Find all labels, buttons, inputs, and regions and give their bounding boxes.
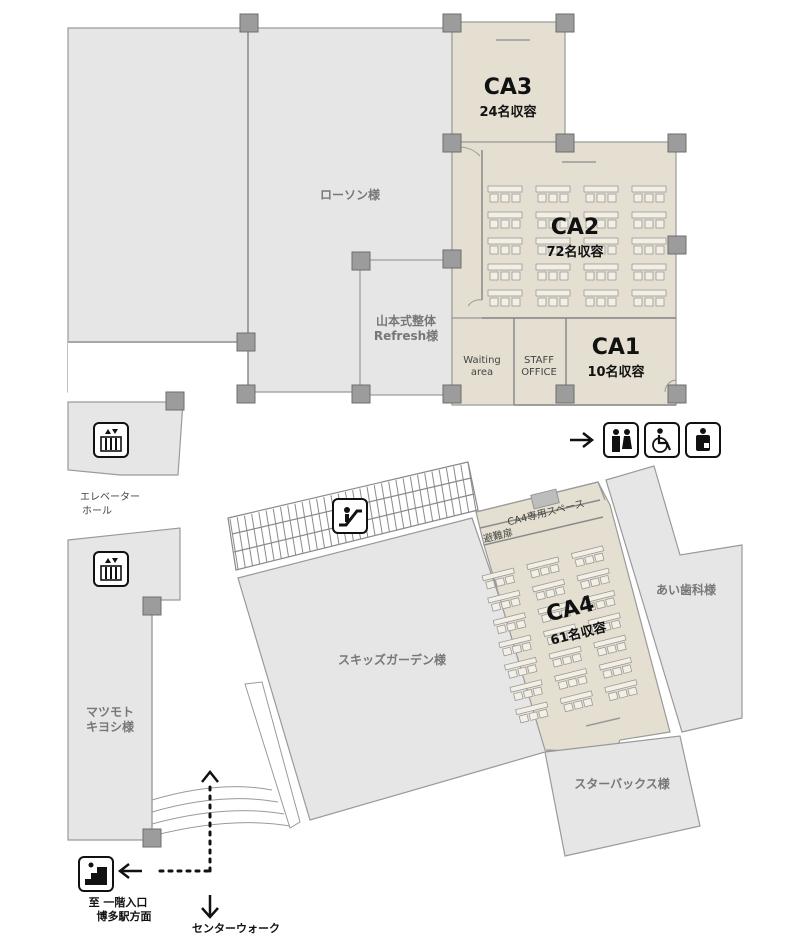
ca1-capacity: 10名収容 (587, 364, 644, 380)
yamamoto-label-2: Refresh様 (374, 328, 439, 343)
arrow-down-icon (201, 895, 219, 919)
elevator-hall-label-1: エレベーター (80, 491, 140, 503)
elevator-hall-label-2: ホール (82, 505, 112, 517)
ca2-desks (487, 185, 667, 307)
yamamoto-area[interactable] (359, 259, 453, 396)
arrow-right-icon (570, 432, 595, 448)
pillar (236, 332, 256, 352)
pillar (555, 133, 575, 153)
ca4-desks (481, 545, 638, 724)
pillar (442, 384, 462, 404)
waiting-label-1: Waiting (463, 355, 501, 366)
ca2-capacity: 72名収容 (546, 244, 603, 260)
pillar (239, 13, 259, 33)
pillar (442, 133, 462, 153)
exit-label-1: 至 一階入口 (89, 895, 148, 909)
pillar (442, 249, 462, 269)
pillar (442, 13, 462, 33)
pillar (667, 235, 687, 255)
pillar (555, 13, 575, 33)
skids-label: スキッズガーデン様 (338, 652, 447, 667)
matsumoto-label-2: キヨシ様 (86, 719, 135, 734)
starbucks-area[interactable] (544, 735, 701, 857)
arrow-left-icon (117, 863, 142, 879)
center-walk-label: センターウォーク (192, 922, 280, 935)
exit-label-2: 博多駅方面 (97, 909, 152, 923)
pillar (142, 596, 162, 616)
pillar (667, 384, 687, 404)
starbucks-label: スターバックス様 (574, 776, 671, 791)
pillar (351, 384, 371, 404)
elevator-icon (93, 551, 129, 587)
pillar (142, 828, 162, 848)
staff-label-2: OFFICE (521, 367, 557, 378)
staff-label-1: STAFF (524, 355, 554, 366)
pillar (236, 384, 256, 404)
elevator-icon (93, 422, 129, 458)
ai-dental-label: あい歯科様 (656, 582, 717, 597)
multipurpose-toilet-icon[interactable] (685, 422, 721, 458)
ca2-title: CA2 (551, 215, 599, 240)
ca3-capacity: 24名収容 (479, 104, 536, 120)
pillar (165, 391, 185, 411)
yamamoto-label-1: 山本式整体 (376, 313, 437, 328)
pillars (142, 13, 687, 848)
pillar (667, 133, 687, 153)
pillar (351, 251, 371, 271)
waiting-label-2: area (471, 367, 493, 378)
matsumoto-label-1: マツモト (86, 705, 134, 719)
route-path (158, 769, 219, 873)
escalator-icon (332, 498, 368, 534)
stairs-icon[interactable] (78, 856, 114, 892)
lawson-label: ローソン様 (320, 187, 381, 202)
wheelchair-icon[interactable] (644, 422, 680, 458)
ca3-title: CA3 (484, 75, 532, 100)
restroom-icon[interactable] (603, 422, 639, 458)
pillar (555, 384, 575, 404)
ai-dental-area[interactable] (605, 465, 743, 733)
ca1-title: CA1 (592, 335, 640, 360)
